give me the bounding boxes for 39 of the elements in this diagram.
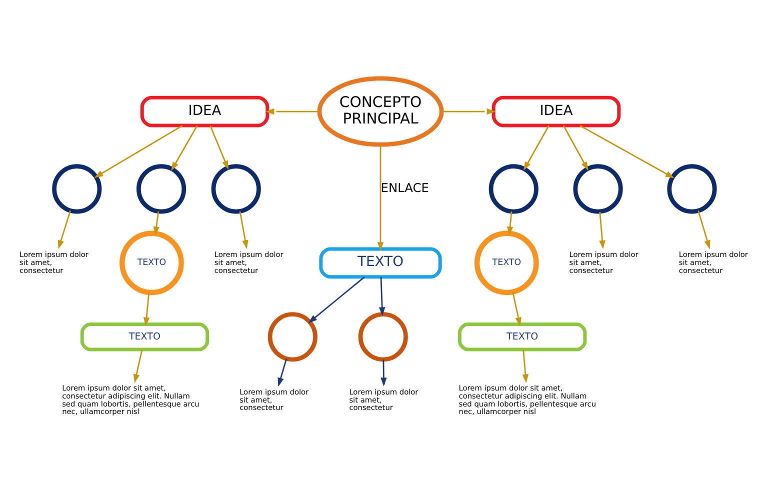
arrow	[133, 349, 143, 383]
arrow	[94, 124, 183, 178]
arrow	[377, 144, 384, 250]
arrow	[380, 359, 387, 386]
arrow	[562, 124, 588, 170]
node-box: TEXTO	[319, 246, 442, 278]
arrow	[698, 210, 710, 249]
arrow	[442, 108, 496, 114]
arrow	[210, 124, 228, 170]
node-box: TEXTO	[458, 322, 587, 351]
arrow	[378, 276, 386, 316]
arrow	[522, 349, 529, 383]
node-ellipse: CONCEPTO PRINCIPAL	[317, 76, 444, 146]
arrow	[265, 108, 320, 114]
arrow	[599, 211, 606, 249]
node-circle	[211, 164, 261, 214]
node-circle	[136, 164, 186, 214]
arrow	[239, 210, 248, 249]
arrow	[278, 358, 288, 386]
node-circle	[573, 164, 623, 214]
node-circle	[358, 312, 408, 362]
arrow	[143, 292, 150, 326]
arrow	[58, 210, 72, 249]
node-box: IDEA	[140, 95, 270, 127]
node-circle	[52, 164, 102, 214]
node-circle	[667, 164, 717, 214]
arrow	[512, 291, 522, 326]
node-circle	[488, 164, 538, 214]
arrow	[171, 124, 198, 170]
arrow	[580, 124, 674, 178]
node-circle: TEXTO	[120, 230, 184, 295]
node-box: IDEA	[492, 95, 621, 127]
arrow	[153, 210, 160, 236]
edge-label: ENLACE	[380, 180, 429, 195]
arrow	[308, 276, 365, 323]
node-circle: TEXTO	[474, 230, 539, 295]
arrow	[523, 124, 550, 170]
node-box: TEXTO	[80, 322, 210, 351]
arrow	[506, 210, 514, 236]
